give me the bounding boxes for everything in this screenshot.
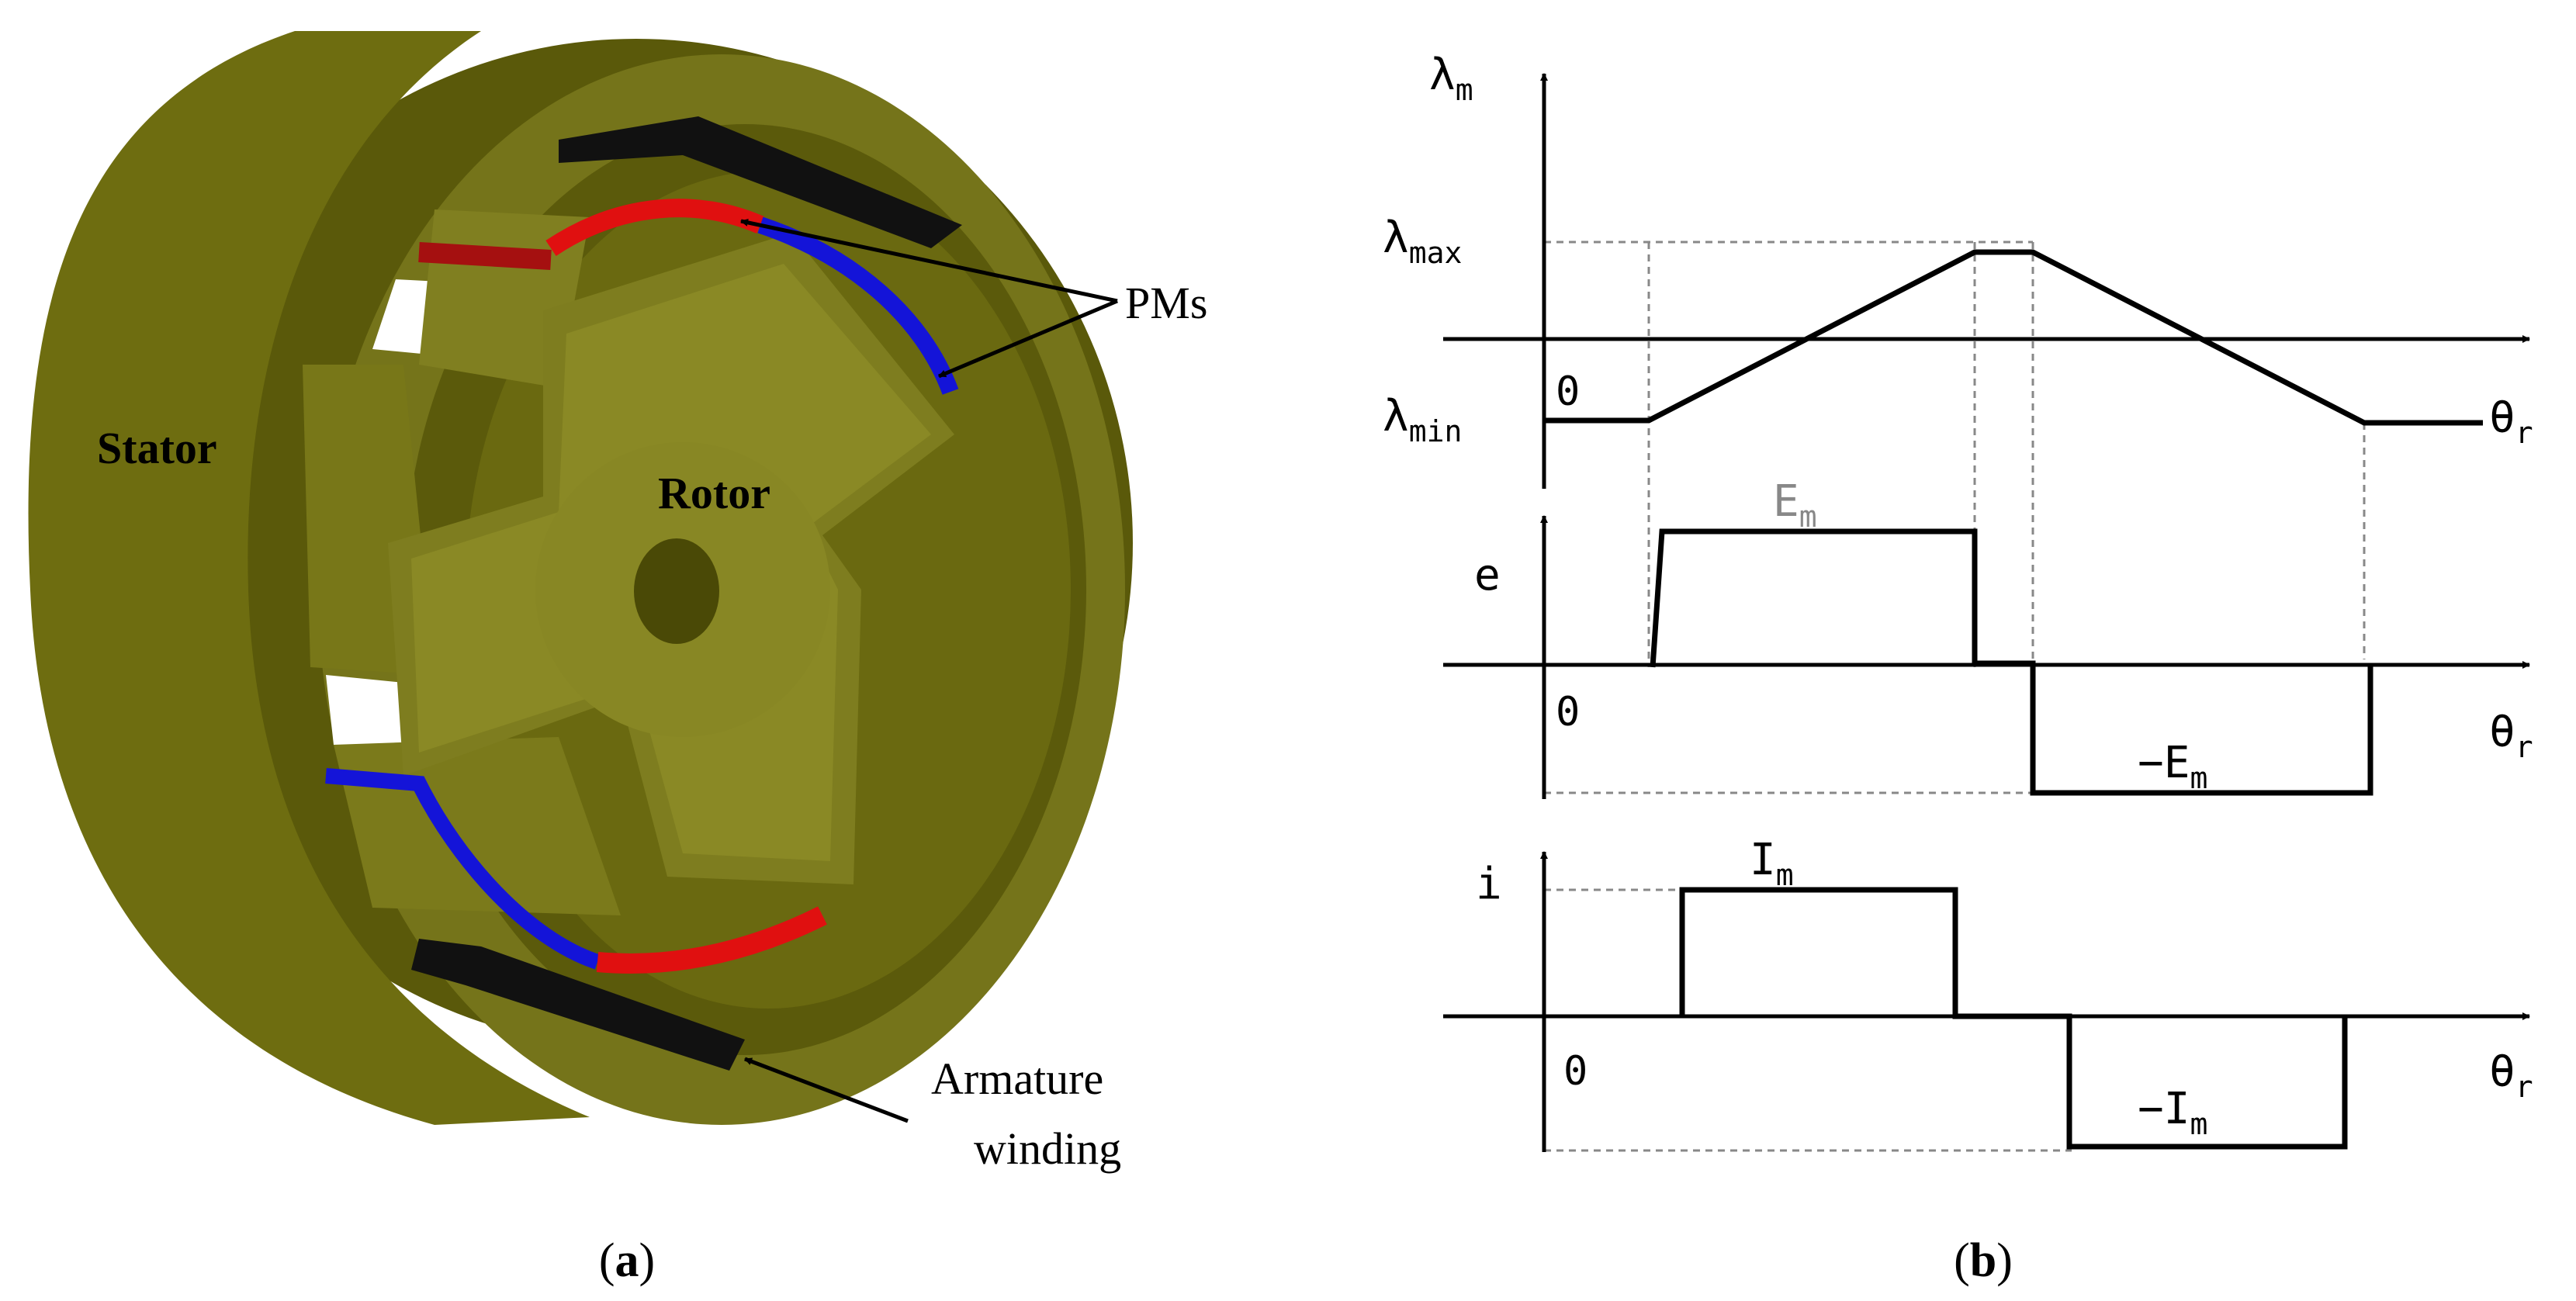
stator-outer-side [28,31,590,1125]
emf-zero-label: 0 [1556,689,1580,735]
emf-pos-label: Em [1773,476,1817,534]
dashed-guides [1544,240,2366,1152]
emf-x-label: θr [2489,707,2533,764]
rotor-label: Rotor [658,468,770,518]
current-zero-label: 0 [1563,1048,1587,1095]
current-x-label: θr [2489,1047,2533,1104]
axes [1443,73,2530,1152]
pm-blue-bottom [325,768,601,970]
emf-y-label: e [1474,550,1501,600]
pm-red-top-left [418,242,552,270]
caption-a: (a) [599,1234,655,1287]
stator-label: Stator [97,423,217,473]
armature-label-line1: Armature [931,1054,1103,1104]
leader-pms-2 [938,299,1118,379]
motor-illustration [28,31,1133,1125]
flux-max-label: λmax [1383,213,1462,270]
leader-pms-1 [740,218,1118,303]
flux-min-label: λmin [1383,391,1462,448]
current-pos-label: Im [1750,835,1794,892]
leader-armature [744,1057,909,1123]
pm-red-bottom [596,906,827,974]
caption-b: (b) [1954,1234,2013,1287]
pms-label: PMs [1125,278,1207,328]
current-waveform [1679,887,2348,1150]
emf-waveform [1650,528,2373,796]
current-neg-label: −Im [2138,1084,2207,1141]
current-y-label: i [1476,859,1502,909]
flux-waveform [1544,249,2483,426]
flux-zero-label: 0 [1556,369,1580,415]
flux-y-label: λm [1429,50,1473,107]
pm-red-top [545,199,764,256]
armature-winding-bottom [411,939,745,1071]
pm-blue-top [757,216,959,395]
flux-x-label: θr [2489,393,2533,450]
armature-winding-top [559,116,962,248]
emf-neg-label: −Em [2138,738,2207,795]
armature-label-line2: winding [974,1123,1121,1174]
rotor-shaft-hole [634,538,719,644]
